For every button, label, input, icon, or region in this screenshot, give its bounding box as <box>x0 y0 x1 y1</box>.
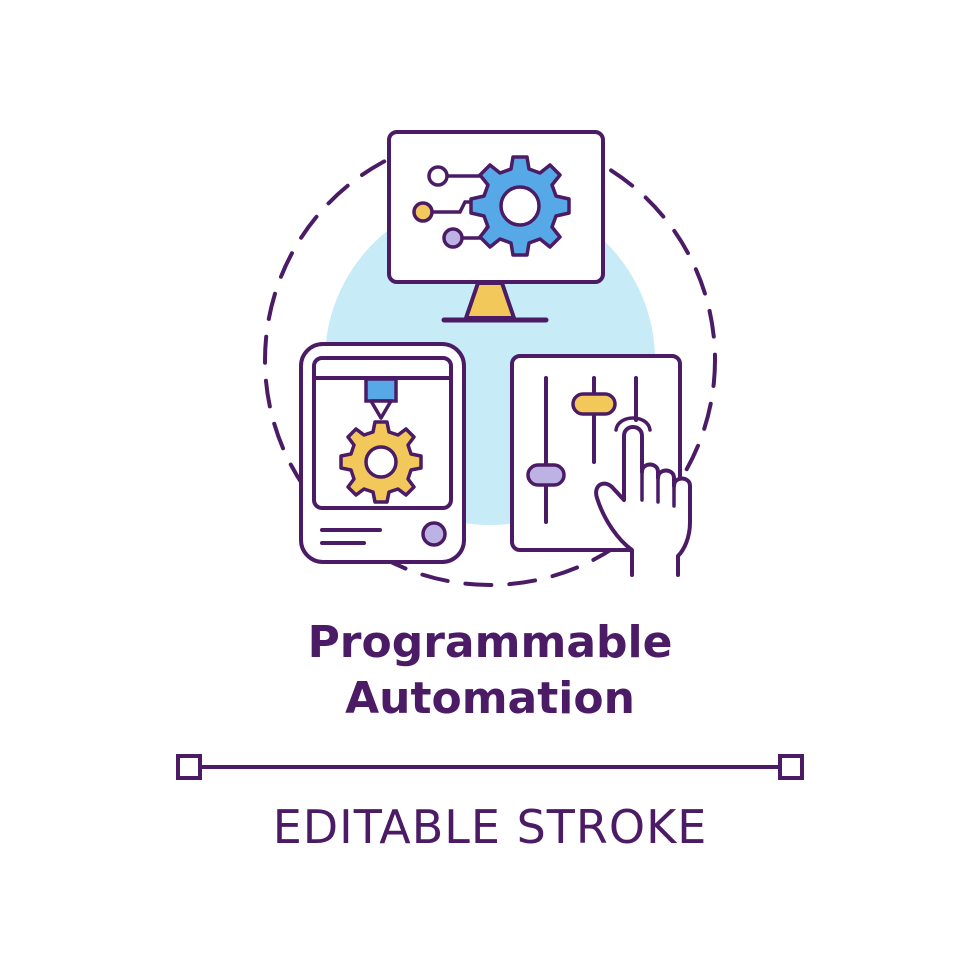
gear-icon <box>339 420 423 504</box>
title-line-2: Automation <box>345 673 635 724</box>
programmable-automation-illustration <box>263 130 717 587</box>
title-line-1: Programmable <box>307 617 673 668</box>
monitor-icon <box>387 130 605 323</box>
pointing-hand-icon <box>594 416 692 577</box>
printer-3d-icon <box>299 342 466 564</box>
stroke-handle-right <box>778 754 804 780</box>
stroke-handle-left <box>176 754 202 780</box>
editable-stroke-caption: EDITABLE STROKE <box>272 800 708 854</box>
editable-stroke-line <box>176 754 804 780</box>
gear-icon <box>469 155 571 257</box>
